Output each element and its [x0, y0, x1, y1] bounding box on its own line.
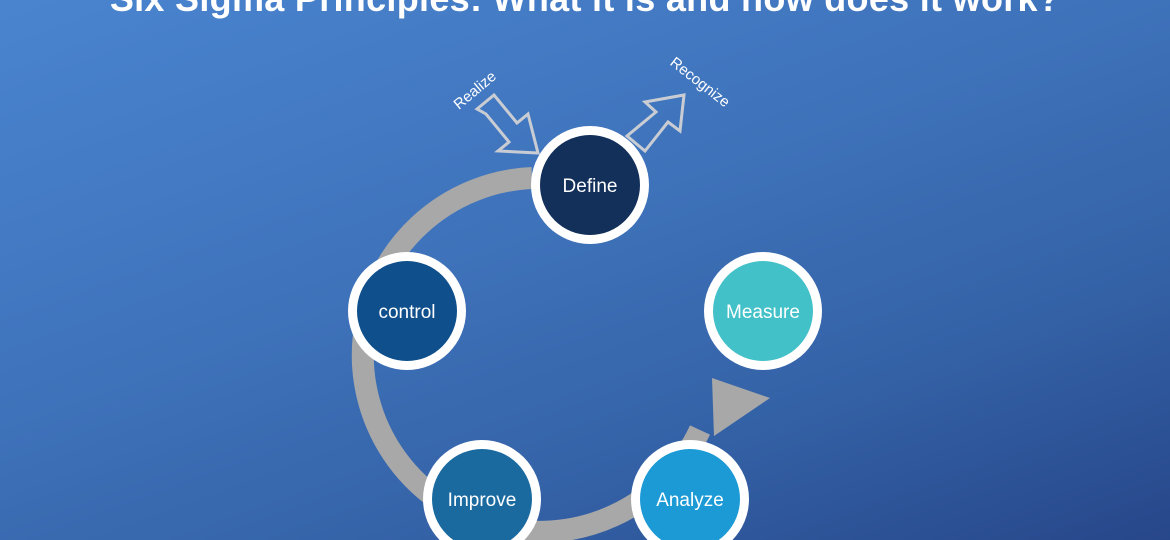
node-analyze: Analyze — [631, 440, 749, 540]
node-measure: Measure — [704, 252, 822, 370]
arrow-in-icon — [474, 92, 540, 155]
arrow-out-icon — [624, 93, 686, 154]
node-analyze-label: Analyze — [656, 490, 724, 511]
recognize-label: Recognize — [667, 54, 733, 111]
node-improve: Improve — [423, 440, 541, 540]
realize-label: Realize — [450, 68, 499, 113]
node-define-fill — [540, 135, 640, 235]
node-improve-fill — [432, 449, 532, 540]
output-arrow: Recognize — [624, 54, 733, 154]
node-control: control — [348, 252, 466, 370]
page-title: Six Sigma Principles: What it is and how… — [0, 0, 1170, 20]
node-improve-label: Improve — [448, 490, 517, 511]
cycle-ring-arc — [351, 167, 710, 540]
input-arrow: Realize — [450, 68, 540, 155]
node-measure-label: Measure — [726, 302, 800, 323]
cycle-arrowhead-icon — [712, 378, 770, 436]
node-define: Define — [531, 126, 649, 244]
node-analyze-fill — [640, 449, 740, 540]
cycle-ring — [351, 167, 770, 540]
node-control-label: control — [378, 302, 435, 323]
node-control-fill — [357, 261, 457, 361]
node-define-label: Define — [563, 176, 618, 197]
node-measure-fill — [713, 261, 813, 361]
